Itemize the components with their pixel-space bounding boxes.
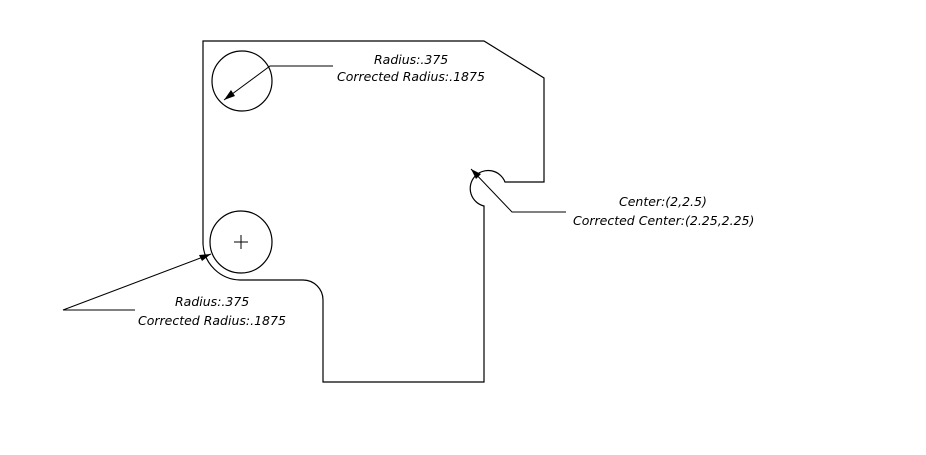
center-mark <box>234 235 248 249</box>
left-circle-corrected-radius-label: Corrected Radius:.1875 <box>138 313 286 328</box>
leader-notch <box>470 168 566 213</box>
top-circle <box>211 50 273 112</box>
left-circle-radius-label: Radius:.375 <box>175 294 249 309</box>
leader-left-circle <box>62 253 212 311</box>
notch-center-label: Center:(2,2.5) <box>619 194 707 209</box>
notch-corrected-center-label: Corrected Center:(2.25,2.25) <box>573 213 754 228</box>
leader-top-circle <box>223 65 333 101</box>
top-circle-radius-label: Radius:.375 <box>374 52 448 67</box>
top-circle-corrected-radius-label: Corrected Radius:.1875 <box>337 69 485 84</box>
left-circle <box>209 210 273 274</box>
part-outline <box>202 40 545 383</box>
